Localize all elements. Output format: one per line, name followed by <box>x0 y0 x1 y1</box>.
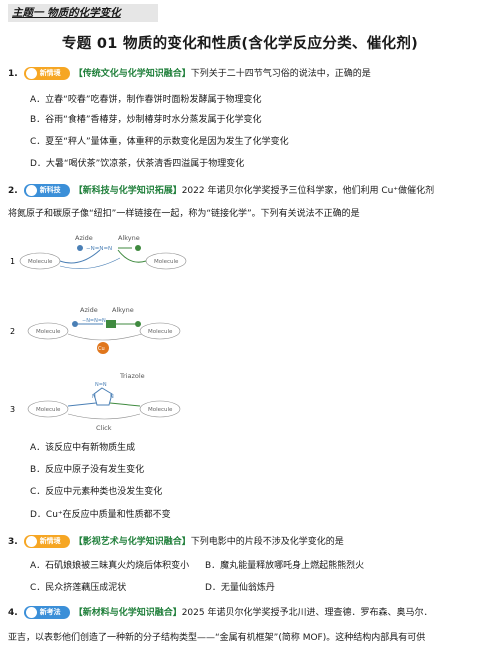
step-number: 2 <box>10 327 15 336</box>
question-2-continued: 将氮原子和碳原子像“纽扣”一样链接在一起，称为“链接化学”。下列有关说法不正确的… <box>8 209 360 219</box>
question-3-stem: 3. 新情境【影视艺术与化学知识融合】下列电影中的片段不涉及化学变化的是 <box>8 535 344 549</box>
topic-label: 主题一 物质的化学变化 <box>8 4 158 22</box>
triazole-ring <box>93 387 113 406</box>
molecule-ellipse <box>139 322 181 340</box>
molecule-label: Molecule <box>28 259 53 265</box>
copper-catalyst <box>97 342 109 354</box>
azide-node <box>72 321 78 327</box>
triazole-n: N=N <box>95 382 107 388</box>
molecule-ellipse <box>27 322 69 340</box>
option-a: A．立春“咬春”吃春饼，制作春饼时面粉发酵属于物理变化 <box>30 95 262 105</box>
triazole-n: N <box>110 394 114 400</box>
question-number: 4. <box>8 608 18 618</box>
triazole-label: Triazole <box>119 372 145 380</box>
option-b: B．魔丸能量释放哪吒身上燃起熊熊烈火 <box>205 561 365 571</box>
step-number: 1 <box>10 257 15 266</box>
question-4-continued: 亚吉，以表彰他们创造了一种新的分子结构类型——“金属有机框架”(简称 MOF)。… <box>8 633 426 643</box>
azide-chain <box>59 249 101 264</box>
alkyne-label: Alkyne <box>112 306 134 314</box>
question-number: 3. <box>8 537 18 547</box>
page-title: 专题 01 物质的变化和性质(含化学反应分类、催化剂) <box>61 36 419 52</box>
link-bond <box>109 402 141 407</box>
option-d: D．Cu⁺在反应中质量和性质都不变 <box>30 510 171 520</box>
question-text: 2025 年诺贝尔化学奖授予北川进、理查德．罗布森、奥马尔． <box>181 608 433 618</box>
alkyne-chain <box>117 249 147 263</box>
question-2-stem: 2. 新科技【新科技与化学知识拓展】2022 年诺贝尔化学奖授予三位科学家，他们利… <box>8 184 434 198</box>
option-a: A．该反应中有新物质生成 <box>30 443 136 453</box>
azide-label: Azide <box>75 234 93 242</box>
option-c: C．反应中元素种类也没发生变化 <box>30 487 163 497</box>
option-b: B．反应中原子没有发生变化 <box>30 465 145 475</box>
option-b: B．谷雨“食椿”香椿芽，炒制椿芽时水分蒸发属于化学变化 <box>30 115 262 125</box>
copper-label: Cu <box>98 346 105 352</box>
molecule-label: Molecule <box>36 329 61 335</box>
option-c: C．夏至“秤人”量体重，体重秤的示数变化是因为发生了化学变化 <box>30 137 289 147</box>
question-text: 2022 年诺贝尔化学奖授予三位科学家，他们利用 Cu⁺做催化剂 <box>181 186 435 196</box>
click-label: Click <box>96 424 112 432</box>
option-d: D．大暑“喝伏茶”饮凉茶，伏茶清香四溢属于物理变化 <box>30 159 245 169</box>
question-text: 下列关于二十四节气习俗的说法中，正确的是 <box>190 69 371 79</box>
molecule-label: Molecule <box>148 407 173 413</box>
new-situation-badge: 新情境 <box>23 535 70 548</box>
azide-label: Azide <box>80 306 98 314</box>
link-curve <box>67 413 141 420</box>
option-a: A．石矶娘娘被三昧真火灼烧后体积变小 <box>30 561 190 571</box>
new-tech-badge: 新科技 <box>23 184 70 197</box>
question-tag: 【影视艺术与化学知识融合】 <box>73 537 191 547</box>
molecule-ellipse <box>139 400 181 418</box>
question-number: 1. <box>8 69 18 79</box>
question-1-stem: 1. 新情境【传统文化与化学知识融合】下列关于二十四节气习俗的说法中，正确的是 <box>8 67 371 81</box>
question-tag: 【新科技与化学知识拓展】 <box>73 186 182 196</box>
option-c: C．民众挤莲藕压成泥状 <box>30 583 127 593</box>
azide-chain <box>59 257 121 269</box>
link-curve <box>67 333 143 341</box>
alkyne-node <box>135 321 141 327</box>
new-situation-badge: 新情境 <box>23 67 70 80</box>
question-4-stem: 4. 新考法【新材料与化学知识融合】2025 年诺贝尔化学奖授予北川进、理查德．罗… <box>8 606 432 620</box>
option-d: D．无量仙翁炼丹 <box>205 583 275 593</box>
question-tag: 【新材料与化学知识融合】 <box>73 608 182 618</box>
azide-node <box>77 245 83 251</box>
question-number: 2. <box>8 186 18 196</box>
alkyne-label: Alkyne <box>118 234 140 242</box>
molecule-label: Molecule <box>36 407 61 413</box>
molecule-ellipse <box>27 400 69 418</box>
alkyne-block <box>106 320 116 328</box>
alkyne-node <box>135 245 141 251</box>
new-method-badge: 新考法 <box>23 606 70 619</box>
molecule-label: Molecule <box>154 259 179 265</box>
link-bond <box>67 402 97 407</box>
step-number: 3 <box>10 405 15 414</box>
triazole-n: N <box>92 394 96 400</box>
azide-formula: −N=N=N <box>86 246 112 252</box>
molecule-label: Molecule <box>148 329 173 335</box>
azide-formula: −N=N=N <box>82 318 106 324</box>
click-chemistry-diagram: 1 Azide Alkyne −N=N=N Molecule Molecule … <box>10 234 187 432</box>
question-tag: 【传统文化与化学知识融合】 <box>73 69 191 79</box>
question-text: 下列电影中的片段不涉及化学变化的是 <box>190 537 344 547</box>
